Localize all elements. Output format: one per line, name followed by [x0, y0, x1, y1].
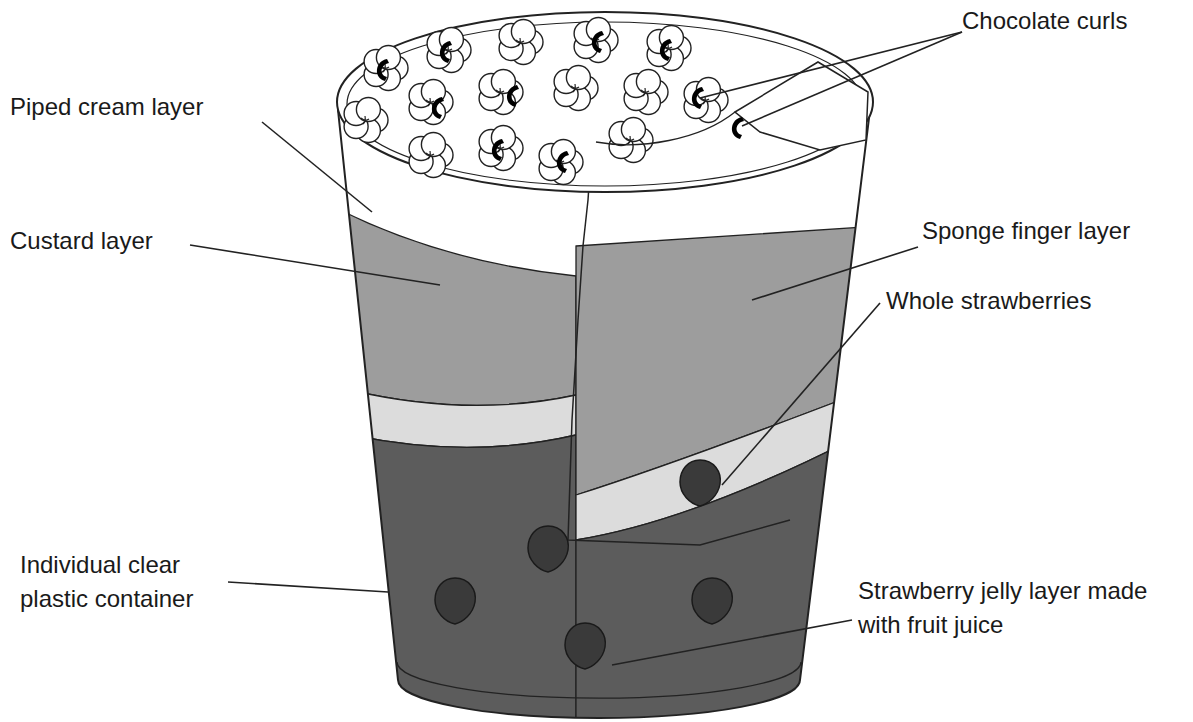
part-label: Chocolate curls — [962, 4, 1182, 38]
leader-lines — [190, 32, 962, 665]
chocolate-curl — [557, 151, 569, 173]
cream-rosette — [499, 20, 543, 65]
cream-rosette — [647, 26, 691, 71]
cream-rosette — [609, 118, 653, 163]
part-label: Whole strawberries — [886, 284, 1166, 318]
cup-base-ring — [397, 662, 801, 698]
strawberry — [435, 578, 475, 624]
part-label: Piped cream layer — [10, 90, 270, 124]
cream-rosette — [364, 46, 408, 91]
chocolate-curl — [432, 97, 444, 119]
leader-line — [262, 122, 372, 212]
cup-outline — [338, 110, 870, 718]
cream-rosette — [409, 80, 453, 125]
strawberry — [565, 623, 605, 669]
strawberry — [528, 526, 568, 572]
leader-line — [228, 582, 388, 592]
cream-rosette — [554, 66, 598, 111]
part-label: Individual clear plastic container — [20, 548, 235, 616]
chocolate-curls — [377, 31, 744, 173]
part-label: Custard layer — [10, 224, 210, 258]
cream-rosette — [539, 140, 583, 185]
chocolate-curl — [507, 85, 519, 107]
cream-rosette — [624, 70, 668, 115]
cream-cut-edge — [596, 112, 735, 145]
chocolate-curl — [592, 31, 604, 53]
cream-rosette — [684, 78, 728, 123]
leader-line — [742, 32, 962, 126]
cup-rim — [337, 12, 873, 192]
sponge-layer — [330, 385, 576, 447]
layers — [330, 140, 880, 722]
chocolate-curl — [377, 59, 389, 81]
strawberry — [692, 578, 732, 624]
chocolate-curl — [492, 139, 504, 161]
cream-rosette — [479, 70, 523, 115]
cream-cut-face — [735, 62, 868, 150]
jelly-cut — [576, 425, 880, 722]
leader-line — [722, 303, 880, 485]
part-label: Sponge finger layer — [922, 214, 1182, 248]
cream-rosette — [574, 18, 618, 63]
strawberry — [680, 460, 720, 506]
chocolate-curl — [732, 117, 744, 139]
leader-line — [612, 620, 852, 665]
jelly-layer — [330, 430, 576, 722]
cream-rosette — [344, 98, 388, 143]
cream-rosettes — [344, 18, 728, 185]
leader-line — [190, 245, 440, 285]
cut-edge — [568, 140, 790, 545]
chocolate-curl — [660, 39, 672, 61]
part-label: Strawberry jelly layer made with fruit j… — [858, 574, 1178, 642]
cream-rosette — [427, 28, 471, 73]
cream-rosette — [409, 133, 453, 178]
cream-rosette — [479, 126, 523, 171]
chocolate-curl — [440, 41, 452, 63]
